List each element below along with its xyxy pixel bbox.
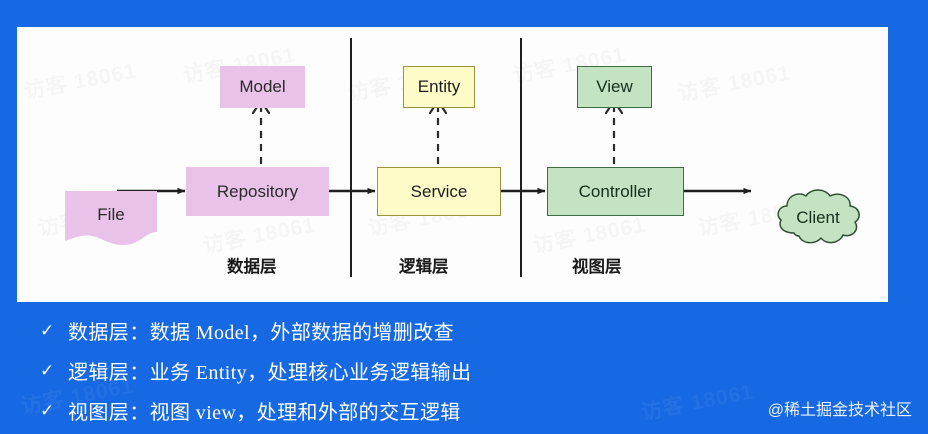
node-model-label: Model — [239, 77, 286, 96]
node-file[interactable]: File — [63, 189, 159, 249]
check-icon: ✓ — [40, 360, 55, 380]
list-item: ✓ 逻辑层：业务 Entity，处理核心业务逻辑输出 — [40, 350, 880, 390]
layer-caption-logic: 逻辑层 — [399, 258, 449, 276]
node-view[interactable]: View — [577, 66, 652, 108]
watermark-tile: 访客 18061 — [530, 208, 648, 259]
community-watermark: @稀土掘金技术社区 — [767, 402, 912, 419]
bullet-text: 视图层：视图 view，处理和外部的交互逻辑 — [68, 401, 461, 424]
check-icon: ✓ — [40, 400, 55, 420]
bullet-text: 逻辑层：业务 Entity，处理核心业务逻辑输出 — [68, 361, 472, 384]
node-entity-label: Entity — [417, 77, 461, 96]
node-repository[interactable]: Repository — [186, 167, 329, 216]
list-item: ✓ 数据层：数据 Model，外部数据的增删改查 — [40, 310, 880, 350]
node-file-label: File — [97, 205, 125, 224]
layer-caption-view: 视图层 — [572, 258, 622, 276]
bullet-text: 数据层：数据 Model，外部数据的增删改查 — [68, 321, 455, 344]
node-repository-label: Repository — [216, 181, 299, 201]
layer-caption-data: 数据层 — [227, 258, 277, 276]
node-client[interactable]: Client — [772, 187, 864, 249]
node-controller-label: Controller — [578, 181, 653, 201]
check-icon: ✓ — [40, 320, 55, 340]
watermark-tile: 访客 18061 — [675, 56, 793, 107]
layer-divider-data-logic — [350, 38, 353, 277]
node-model[interactable]: Model — [220, 66, 305, 108]
node-client-label: Client — [796, 208, 840, 227]
watermark-tile: 访客 18061 — [21, 54, 139, 105]
node-service-label: Service — [410, 181, 468, 201]
layer-divider-logic-view — [520, 38, 523, 277]
node-view-label: View — [596, 77, 633, 96]
node-controller[interactable]: Controller — [547, 167, 684, 216]
diagram-panel: 访客 18061 访客 18061 访客 18061 访客 18061 访客 1… — [17, 27, 888, 302]
node-entity[interactable]: Entity — [403, 66, 475, 108]
node-service[interactable]: Service — [377, 167, 501, 216]
list-item: ✓ 视图层：视图 view，处理和外部的交互逻辑 — [40, 390, 880, 430]
bullet-list: ✓ 数据层：数据 Model，外部数据的增删改查 ✓ 逻辑层：业务 Entity… — [40, 310, 880, 430]
watermark-tile: 访客 18061 — [200, 208, 318, 259]
